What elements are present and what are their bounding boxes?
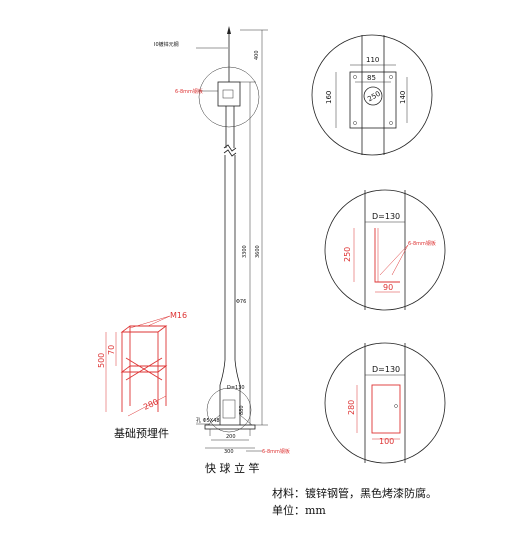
door-h-label: 880 (239, 405, 245, 415)
door-opening (371, 384, 401, 434)
top-mount-window (222, 89, 234, 99)
dim-pole-len-inner: 3300 (242, 245, 248, 258)
detail-top: 250 110 85 160 140 (311, 34, 433, 156)
rod-note: Ⅰ0镀锌元钢 (154, 41, 179, 48)
rib-left (207, 414, 221, 426)
detail-top-disc (363, 86, 383, 106)
embed-top-frame (120, 325, 168, 333)
detail-mid-width-label: 90 (383, 283, 393, 292)
dim-base-w2-label: 300 (224, 449, 234, 455)
break-mark-lower (223, 149, 237, 157)
top-mount-plate (217, 81, 241, 107)
unit-note: 单位：mm (272, 503, 326, 517)
detail-bot-d-label: D=130 (372, 365, 400, 374)
bolt-note: 孔 Φ5X48 (196, 417, 220, 424)
leader-mid (391, 244, 409, 276)
rod-tip (227, 26, 231, 34)
material-note: 材料：镀锌钢管，黑色烤漆防腐。 (272, 486, 437, 500)
detail-top-plate (349, 71, 397, 129)
door-d-label: D=130 (227, 385, 245, 391)
embed-bolt-label: M16 (170, 311, 187, 320)
dim-w-outer-label: 110 (366, 56, 379, 64)
detail-bot-circle (324, 342, 446, 464)
detail-bot-width-label: 100 (379, 437, 394, 446)
leader-bolt-embed (129, 315, 171, 329)
embed-brace (125, 357, 163, 381)
main-pole (198, 26, 260, 436)
embed-h-outer-label: 500 (97, 353, 106, 368)
dim-base-w1-label: 200 (226, 434, 236, 440)
leader-notes: Ⅰ0镀锌元钢 6-8mm钢板 孔 Φ5X48 6-8mm钢板 (154, 41, 290, 455)
plate-note-base: 6-8mm钢板 (262, 448, 290, 455)
base-door (222, 399, 236, 419)
detail-mid-note: 6-8mm钢板 (408, 240, 436, 247)
detail-top-disc-label: 250 (366, 90, 382, 104)
pole-flare-right (234, 359, 241, 386)
main-caption: 快 球 立 竿 (205, 461, 260, 475)
dim-w-inner-label: 85 (367, 74, 376, 82)
detail-circle-top (198, 66, 260, 128)
bolt-hole (353, 121, 357, 125)
embed-part: 500 70 280 M16 基础预埋件 (97, 311, 187, 440)
detail-bot: D=130 280 100 (324, 342, 446, 464)
base-plate (204, 424, 256, 430)
upper-diameter-label: Φ76 (236, 299, 246, 305)
leader-mid (379, 244, 409, 276)
dim-h-inner-label: 140 (399, 91, 407, 104)
plate-note-top: 6-8mm钢板 (175, 88, 203, 95)
detail-mid-d-label: D=130 (372, 212, 400, 221)
dim-top-gap: 400 (254, 50, 260, 60)
leader-bolt-embed (147, 315, 171, 327)
dim-embed-w (127, 395, 167, 417)
embed-w-label: 280 (142, 397, 160, 412)
detail-mid-height-label: 250 (343, 247, 352, 262)
detail-mid: D=130 250 90 6-8mm钢板 (324, 189, 446, 311)
bolt-hole (389, 75, 393, 79)
bolt-hole (353, 75, 357, 79)
main-pole-dimensions: 400 3300 3600 Φ76 200 300 D=130 880 (205, 29, 268, 455)
detail-bot-height-label: 280 (347, 400, 356, 415)
dim-h-outer-label: 160 (325, 91, 333, 104)
embed-caption: 基础预埋件 (114, 427, 169, 440)
embed-mid-frame (120, 365, 168, 373)
break-mark-upper (223, 144, 237, 152)
door-lock (394, 404, 398, 408)
detail-mid-circle (324, 189, 446, 311)
bolt-hole (389, 121, 393, 125)
detail-circle-base (206, 387, 252, 433)
door-bracket (374, 228, 400, 283)
embed-h-inner-label: 70 (107, 345, 116, 355)
pole-flare-left (219, 359, 226, 386)
detail-top-circle (311, 34, 433, 156)
dim-pole-len-outer: 3600 (255, 245, 261, 258)
